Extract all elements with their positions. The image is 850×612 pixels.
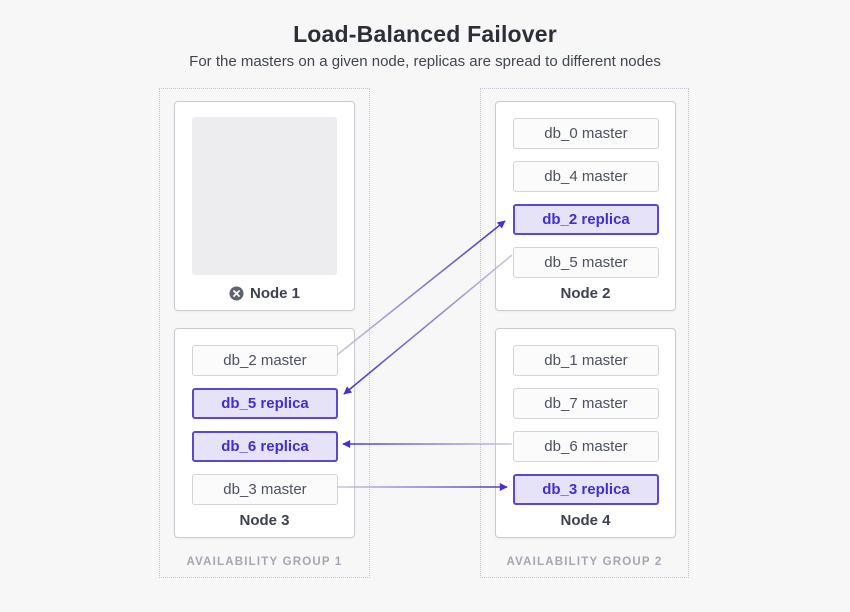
db-slot-db_3-master: db_3 master xyxy=(192,474,338,505)
node-card-node-3: db_2 master db_5 replica db_6 replica db… xyxy=(174,328,355,538)
node-card-node-4: db_1 master db_7 master db_6 master db_3… xyxy=(495,328,676,538)
x-circle-icon xyxy=(229,286,244,301)
page-subtitle: For the masters on a given node, replica… xyxy=(189,53,661,70)
node-4-label: Node 4 xyxy=(496,512,675,529)
availability-group-2-label: AVAILABILITY GROUP 2 xyxy=(506,556,663,568)
page-title: Load-Balanced Failover xyxy=(293,21,557,47)
db-slot-db_5-master: db_5 master xyxy=(513,247,659,278)
node-1-name: Node 1 xyxy=(249,285,300,302)
node-3-label: Node 3 xyxy=(175,512,354,529)
node-card-node-1: Node 1 xyxy=(174,101,355,311)
db-slot-db_6-replica: db_6 replica xyxy=(192,431,338,462)
db-slot-db_6-master: db_6 master xyxy=(513,431,659,462)
node-2-name: Node 2 xyxy=(560,285,611,302)
availability-group-1: AVAILABILITY GROUP 1 Node 1 db_2 master … xyxy=(159,88,370,578)
db-slot-db_1-master: db_1 master xyxy=(513,345,659,376)
diagram-header: Load-Balanced Failover For the masters o… xyxy=(0,21,850,70)
db-slot-db_5-replica: db_5 replica xyxy=(192,388,338,419)
node-4-name: Node 4 xyxy=(560,512,611,529)
db-slot-db_2-replica: db_2 replica xyxy=(513,204,659,235)
node-1-label: Node 1 xyxy=(175,285,354,302)
db-slot-db_3-replica: db_3 replica xyxy=(513,474,659,505)
db-slot-db_7-master: db_7 master xyxy=(513,388,659,419)
db-slot-db_4-master: db_4 master xyxy=(513,161,659,192)
node-2-slots: db_0 master db_4 master db_2 replica db_… xyxy=(513,118,659,278)
failed-node-placeholder xyxy=(192,117,337,275)
node-card-node-2: db_0 master db_4 master db_2 replica db_… xyxy=(495,101,676,311)
node-4-slots: db_1 master db_7 master db_6 master db_3… xyxy=(513,345,659,505)
db-slot-db_0-master: db_0 master xyxy=(513,118,659,149)
node-3-slots: db_2 master db_5 replica db_6 replica db… xyxy=(192,345,338,505)
db-slot-db_2-master: db_2 master xyxy=(192,345,338,376)
node-2-label: Node 2 xyxy=(496,285,675,302)
node-3-name: Node 3 xyxy=(239,512,290,529)
availability-group-1-label: AVAILABILITY GROUP 1 xyxy=(186,556,343,568)
availability-group-2: AVAILABILITY GROUP 2 db_0 master db_4 ma… xyxy=(480,88,689,578)
